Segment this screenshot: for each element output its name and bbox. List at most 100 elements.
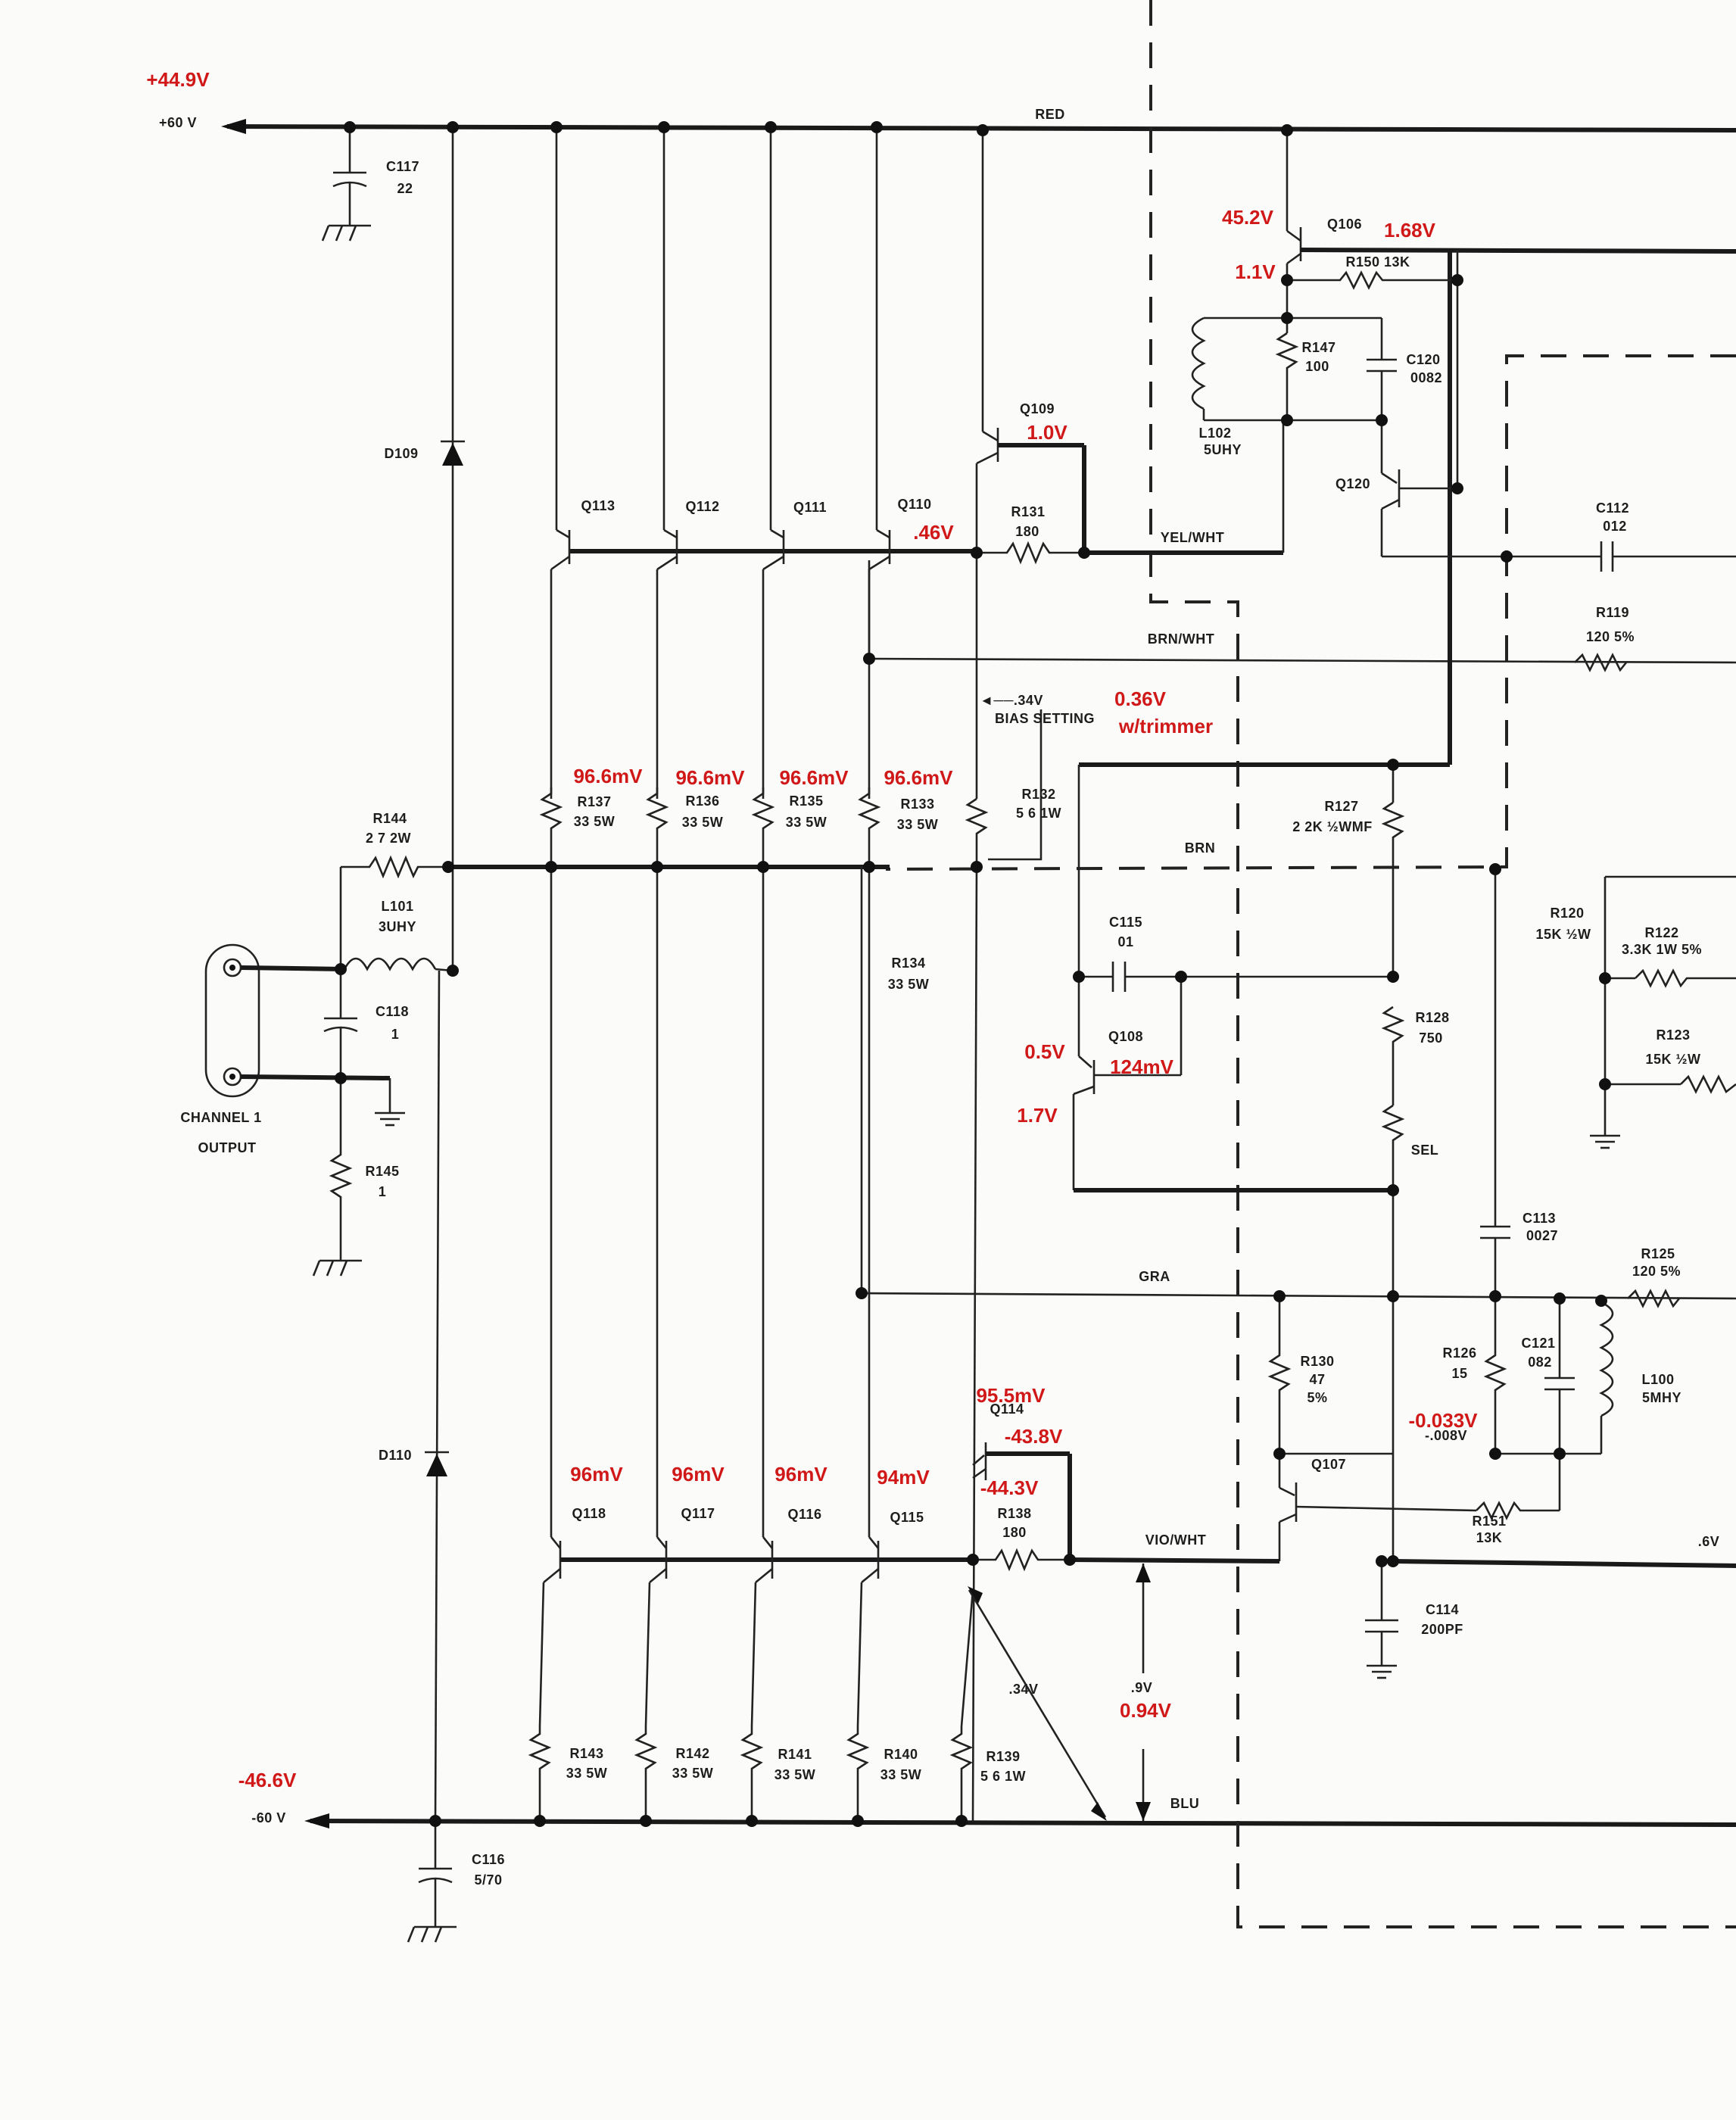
component-label-51: 01 (1117, 934, 1133, 949)
gra-wire (860, 867, 1736, 1308)
component-label-3: 22 (397, 181, 413, 196)
component-label-104: R140 (884, 1747, 918, 1762)
voltage-measurement-19: 96mV (570, 1463, 623, 1486)
component-label-5: R150 13K (1345, 254, 1410, 270)
component-label-74: C121 (1521, 1336, 1555, 1351)
component-label-25: 120 5% (1586, 629, 1635, 644)
component-label-88: R138 (997, 1506, 1031, 1521)
component-label-38: 5 6 1W (1016, 806, 1061, 821)
input-bias-resistors (1590, 875, 1736, 1149)
component-label-65: 1 (379, 1184, 387, 1199)
component-label-96: .34V (1008, 1682, 1038, 1697)
component-label-82: D110 (379, 1448, 412, 1463)
capacitor-c117 (321, 127, 371, 242)
component-label-59: R123 (1656, 1027, 1690, 1043)
component-label-37: R132 (1021, 787, 1055, 802)
module-boundaries (885, 0, 1736, 1928)
component-label-2: C117 (386, 159, 419, 174)
driver-q109 (975, 130, 1086, 553)
component-label-52: R134 (891, 956, 925, 971)
component-label-103: 33 5W (774, 1767, 816, 1782)
output-connector (204, 943, 391, 1098)
voltage-measurement-18: -0.033V (1408, 1409, 1478, 1432)
component-label-109: -60 V (251, 1810, 286, 1825)
component-label-81: -.008V (1425, 1428, 1467, 1443)
component-label-47: 3.3K 1W 5% (1622, 942, 1702, 957)
component-label-77: 15 (1451, 1366, 1467, 1381)
resistor-r131 (977, 541, 1283, 565)
component-label-92: VIO/WHT (1145, 1532, 1207, 1548)
component-label-32: 33 5W (682, 815, 724, 830)
component-label-43: BRN (1185, 840, 1216, 856)
component-label-39: R127 (1324, 799, 1358, 814)
component-label-99: 33 5W (566, 1766, 608, 1781)
component-label-63: SEL (1411, 1143, 1439, 1158)
component-label-44: R120 (1550, 906, 1584, 921)
component-label-26: BRN/WHT (1148, 631, 1214, 647)
voltage-measurement-21: 96mV (774, 1463, 827, 1486)
voltage-measurement-17: -44.3V (980, 1476, 1039, 1499)
voltage-measurement-9: 96.6mV (675, 766, 745, 789)
component-label-97: .9V (1131, 1680, 1153, 1695)
component-label-1: RED (1035, 107, 1065, 122)
component-label-35: R133 (900, 797, 934, 812)
voltage-measurement-1: 45.2V (1222, 206, 1274, 229)
component-label-31: R136 (685, 793, 719, 809)
component-label-95: 200PF (1421, 1622, 1463, 1637)
component-label-30: 33 5W (574, 814, 616, 829)
component-label-53: 33 5W (888, 977, 930, 992)
upper-output-transistors (550, 127, 977, 799)
component-label-21: R131 (1011, 504, 1045, 519)
ground-output (375, 1078, 405, 1127)
component-label-29: R137 (577, 794, 611, 809)
component-label-71: R130 (1300, 1354, 1334, 1369)
voltage-measurement-13: 124mV (1110, 1055, 1173, 1078)
component-label-34: 33 5W (786, 815, 827, 830)
voltage-measurement-5: .46V (913, 521, 954, 544)
component-label-108: BLU (1170, 1796, 1200, 1811)
component-label-85: Q117 (681, 1506, 715, 1521)
resistor-r144 (339, 855, 448, 969)
component-label-8: C120 (1406, 352, 1440, 367)
voltage-measurement-2: 1.68V (1384, 219, 1436, 242)
component-label-15: 012 (1603, 519, 1627, 534)
component-label-90: R151 (1472, 1514, 1506, 1529)
component-label-91: 13K (1476, 1530, 1503, 1545)
component-label-93: .6V (1698, 1534, 1720, 1549)
component-label-28: BIAS SETTING (995, 711, 1095, 726)
component-label-98: R143 (569, 1746, 603, 1761)
component-label-55: 1 (391, 1027, 400, 1042)
component-label-67: 0027 (1526, 1228, 1558, 1243)
lower-output-transistors (538, 867, 973, 1727)
voltage-measurement-7: w/trimmer (1118, 715, 1213, 737)
component-label-33: R135 (789, 793, 823, 809)
component-label-17: Q113 (581, 498, 615, 513)
component-label-105: 33 5W (880, 1767, 922, 1782)
bias-network (1072, 250, 1452, 1560)
component-label-58: Q108 (1108, 1029, 1143, 1044)
component-label-19: Q111 (793, 500, 827, 515)
component-label-101: 33 5W (672, 1766, 714, 1781)
component-label-18: Q112 (685, 499, 719, 514)
component-label-56: R128 (1415, 1010, 1449, 1025)
component-label-78: L100 (1641, 1372, 1674, 1387)
voltage-measurement-20: 96mV (672, 1463, 725, 1486)
brn-wht-wire (868, 560, 1736, 664)
component-label-87: Q115 (890, 1510, 924, 1525)
predriver-section (1191, 130, 1736, 558)
component-label-16: D109 (384, 446, 418, 461)
capacitor-c114 (1365, 1561, 1398, 1679)
voltage-measurement-11: 96.6mV (884, 766, 953, 789)
component-label-9: 0082 (1410, 370, 1442, 385)
component-label-111: 5/70 (474, 1872, 502, 1888)
bias-column (965, 553, 1043, 1822)
component-label-110: C116 (472, 1852, 505, 1867)
component-label-45: 15K ½W (1535, 927, 1591, 942)
component-label-24: R119 (1596, 605, 1629, 620)
component-label-83: Q107 (1311, 1457, 1346, 1472)
component-label-94: C114 (1426, 1602, 1459, 1617)
component-label-73: 5% (1307, 1390, 1327, 1405)
component-label-48: L101 (381, 899, 413, 914)
